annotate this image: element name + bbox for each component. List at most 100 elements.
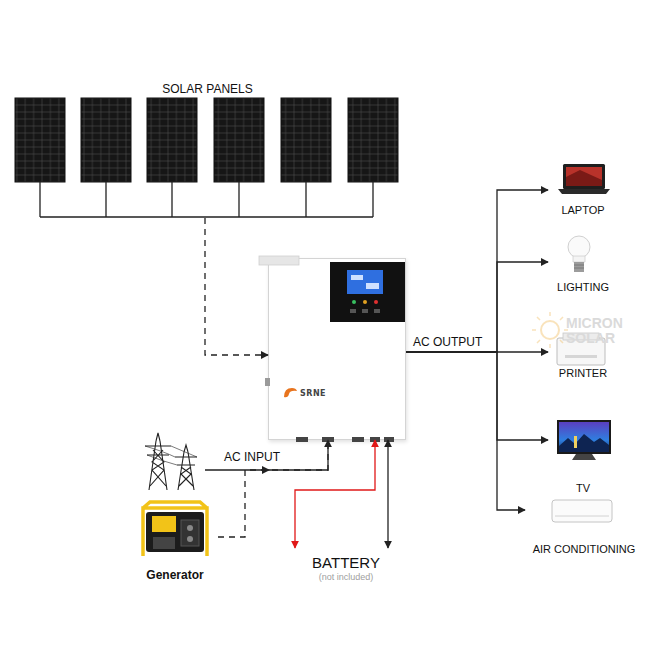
- inverter-details: [259, 256, 405, 442]
- bulb-neck: [573, 256, 585, 262]
- side-switch: [265, 378, 270, 386]
- bulb-thread: [574, 265, 584, 268]
- lcd-screen: [347, 270, 383, 294]
- lcd-segment: [351, 275, 363, 280]
- node-label: AIR CONDITIONING: [533, 543, 636, 556]
- node-label: Generator: [146, 568, 203, 582]
- laptop-base: [558, 189, 610, 194]
- inverter-box: SRNE: [268, 258, 406, 440]
- bulb-icon: [568, 236, 590, 272]
- terminal: [384, 437, 394, 442]
- power-connector: [295, 440, 375, 548]
- battery-node: BATTERY(not included): [290, 548, 402, 588]
- node-label: LAPTOP: [561, 204, 604, 217]
- generator-outlet: [187, 525, 193, 531]
- status-led: [352, 300, 356, 304]
- generator-panel: [181, 520, 199, 546]
- tv-screen: [559, 422, 609, 452]
- button: [374, 309, 380, 313]
- connector-label: AC OUTPUT: [413, 335, 482, 349]
- laptop-icon: [558, 164, 610, 194]
- button: [350, 309, 356, 313]
- printer-icon: [557, 333, 605, 365]
- solar-panel: [147, 98, 197, 182]
- tv-icon: [557, 420, 611, 460]
- tv-scene: [559, 434, 609, 452]
- load-device: PRINTER: [548, 330, 618, 380]
- button: [362, 309, 368, 313]
- solar-panel-array: [15, 98, 398, 217]
- tv-stand: [572, 454, 596, 460]
- generator-tank: [152, 516, 176, 532]
- node-label: TV: [576, 482, 590, 495]
- node-label: SOLAR PANELS: [162, 82, 252, 96]
- lcd-segment: [366, 283, 379, 289]
- power-connector: [406, 352, 548, 440]
- solar-panel: [281, 98, 331, 182]
- node-label: BATTERY: [312, 554, 380, 571]
- watermark: MICRON SOLAR: [566, 316, 645, 346]
- power-connector: [406, 262, 548, 352]
- brand-logo-mark: [284, 388, 297, 397]
- bulb-glass: [568, 236, 590, 258]
- power-connector: [387, 440, 388, 548]
- printer-slot: [565, 355, 597, 358]
- watermark-rays: [532, 312, 568, 348]
- pylon: [145, 433, 171, 490]
- solar-panel: [15, 98, 65, 182]
- mounting-bracket: [259, 256, 299, 265]
- printer-body: [557, 338, 605, 365]
- terminal: [352, 437, 364, 442]
- grid-input-wire: [205, 442, 328, 470]
- watermark-logo: [532, 312, 568, 348]
- tv-scene-light: [574, 436, 577, 448]
- generator-body: [146, 512, 204, 552]
- laptop-wallpaper: [566, 170, 602, 186]
- display-panel: [330, 262, 405, 322]
- load-device: LIGHTING: [548, 232, 618, 294]
- power-connector: [406, 190, 548, 352]
- ac-unit-vent: [555, 516, 609, 517]
- panel-bus-wire: [40, 182, 373, 217]
- tv-frame: [557, 420, 611, 454]
- generator-frame: [143, 502, 207, 556]
- power-connector: [205, 218, 268, 355]
- load-device: TV: [548, 418, 618, 495]
- laptop-screen: [566, 167, 602, 186]
- terminal: [370, 437, 380, 442]
- pylon: [175, 445, 197, 490]
- terminal: [322, 437, 334, 442]
- solar-panel: [348, 98, 398, 182]
- generator-node: Generator: [132, 500, 218, 582]
- ac-unit-body: [552, 500, 612, 522]
- power-grid-pylons: [145, 433, 197, 490]
- watermark-sun: [541, 321, 559, 339]
- generator-outlet: [187, 536, 193, 542]
- laptop-screen-frame: [563, 164, 605, 189]
- panel-array-group: SOLAR PANELS: [10, 82, 405, 218]
- printer-tray: [563, 333, 599, 340]
- generator-illustration: [143, 502, 207, 556]
- terminal: [296, 437, 308, 442]
- power-connector: [218, 440, 328, 537]
- power-connector: [406, 352, 525, 510]
- solar-panel: [81, 98, 131, 182]
- node-label: SRNE: [300, 389, 326, 399]
- power-connector: [406, 351, 548, 352]
- load-device: LAPTOP: [548, 165, 618, 217]
- solar-panel: [214, 98, 264, 182]
- connector-label: AC INPUT: [224, 450, 280, 464]
- node-label: LIGHTING: [557, 281, 609, 294]
- load-device: AIR CONDITIONING: [525, 497, 643, 556]
- node-label: PRINTER: [559, 367, 607, 380]
- bulb-base: [574, 262, 584, 272]
- air-conditioner-icon: [552, 500, 612, 522]
- node-label: (not included): [319, 571, 374, 583]
- generator-engine: [153, 537, 175, 549]
- power-line: [145, 446, 197, 465]
- status-led: [374, 300, 378, 304]
- status-led: [363, 300, 367, 304]
- arrow-head: [262, 466, 270, 474]
